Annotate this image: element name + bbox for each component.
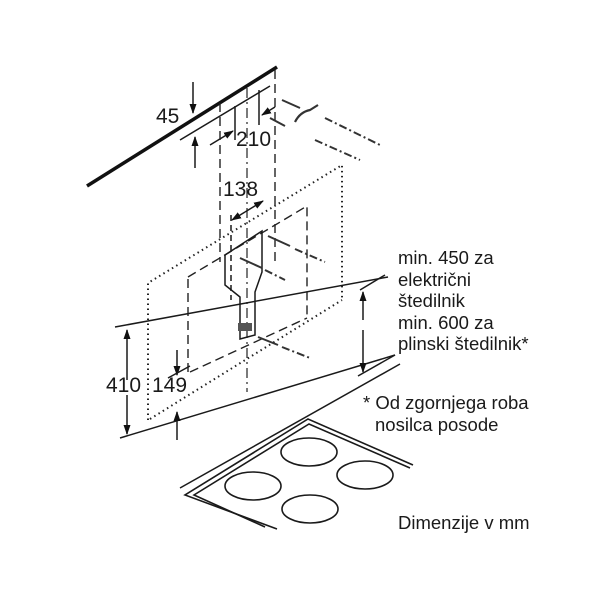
- units-label: Dimenzije v mm: [398, 512, 530, 533]
- ext-line: [167, 365, 191, 379]
- arrow-138-left: [231, 211, 246, 221]
- burner: [280, 437, 338, 467]
- hood-outline: [147, 163, 343, 420]
- wall-lower-line: [119, 354, 396, 439]
- ceiling-line: [86, 65, 278, 188]
- screw-set: [239, 99, 381, 359]
- footnote-line: * Od zgornjega roba: [363, 392, 529, 413]
- burner: [224, 471, 282, 501]
- cooktop: [183, 418, 414, 530]
- dim-138: 138: [223, 178, 258, 201]
- dim-410: 410: [106, 374, 141, 397]
- clearance-note: min. 450 za električni štedilnik min. 60…: [398, 247, 529, 355]
- clearance-line: plinski štedilnik*: [398, 333, 529, 354]
- worktop-line: [179, 363, 401, 489]
- hood-outline: [149, 299, 343, 420]
- clearance-line: min. 450 za: [398, 247, 494, 268]
- footnote-line: nosilca posode: [375, 413, 499, 435]
- mount-line: [179, 85, 271, 141]
- leader-line: [357, 354, 396, 377]
- clearance-line: električni: [398, 268, 471, 290]
- arrow-138-right: [244, 200, 264, 213]
- burner: [336, 460, 394, 490]
- arrow-210-left: [209, 130, 234, 146]
- leader-line: [359, 274, 386, 291]
- footnote: * Od zgornjega roba nosilca posode: [363, 392, 529, 435]
- wall-bracket: [224, 229, 263, 340]
- clearance-line: min. 600 za: [398, 311, 494, 333]
- bracket-clip: [238, 323, 252, 331]
- chimney-outline: [189, 317, 308, 373]
- burner: [281, 494, 339, 524]
- wall-bottom-of-hood-line: [114, 276, 389, 328]
- arrow-210-right: [261, 106, 276, 116]
- clearance-line: štedilnik: [398, 290, 465, 311]
- dim-210: 210: [236, 128, 271, 151]
- dim-45: 45: [156, 105, 179, 128]
- dim-149: 149: [152, 374, 187, 397]
